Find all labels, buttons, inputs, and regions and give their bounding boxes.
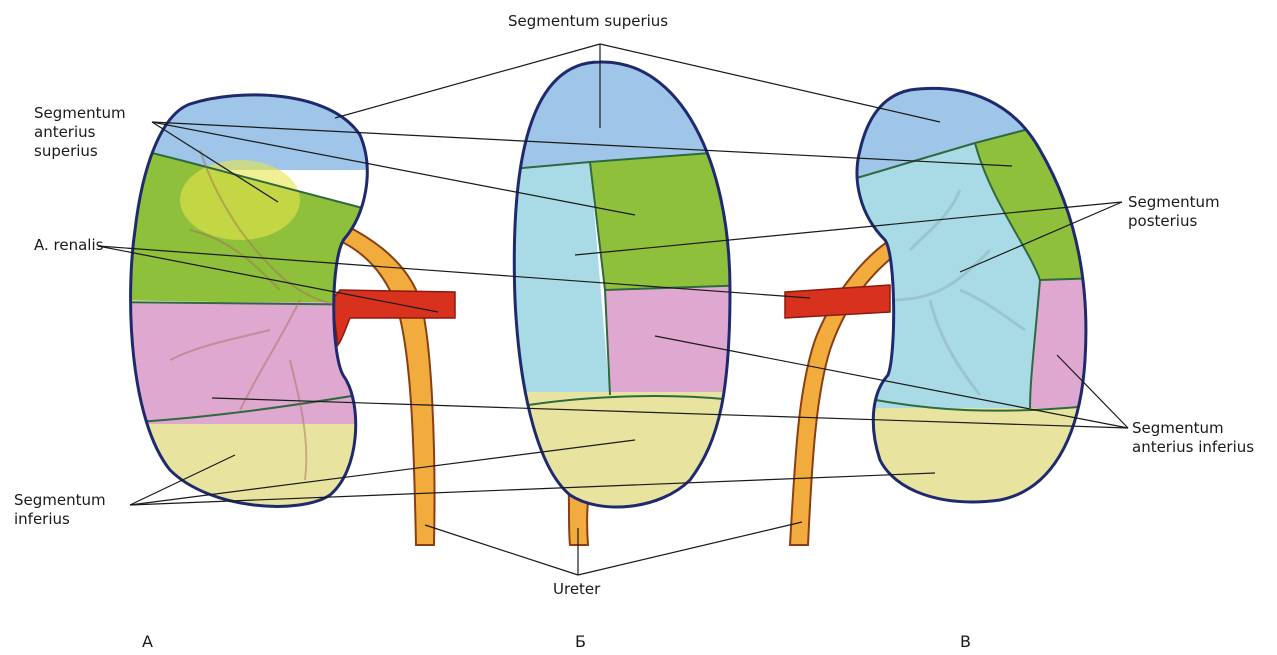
- label-segmentum-superius: Segmentum superius: [508, 12, 668, 31]
- kidney-a: [100, 80, 455, 545]
- plate-label-c: В: [960, 632, 971, 651]
- label-segmentum-anterius-inferius: Segmentum anterius inferius: [1132, 419, 1254, 457]
- kidney-c: [785, 80, 1100, 545]
- label-line: Segmentum: [14, 491, 106, 510]
- label-segmentum-anterius-superius: Segmentum anterius superius: [34, 104, 126, 161]
- label-line: superius: [34, 142, 126, 161]
- label-line: anterius inferius: [1132, 438, 1254, 457]
- label-ureter: Ureter: [553, 580, 600, 599]
- label-line: posterius: [1128, 212, 1220, 231]
- ureter-a: [338, 225, 434, 545]
- renal-artery-a: [332, 290, 455, 345]
- plate-label-a: А: [142, 632, 153, 651]
- segment-superius-b: [500, 50, 750, 175]
- label-segmentum-posterius: Segmentum posterius: [1128, 193, 1220, 231]
- label-line: inferius: [14, 510, 106, 529]
- label-a-renalis: A. renalis: [34, 236, 103, 255]
- renal-artery-c: [785, 285, 890, 318]
- segment-anterius-inferius-c: [1030, 278, 1100, 410]
- label-line: Segmentum: [1132, 419, 1254, 438]
- label-line: anterius: [34, 123, 126, 142]
- label-segmentum-inferius: Segmentum inferius: [14, 491, 106, 529]
- kidney-b: [500, 50, 750, 545]
- plate-label-b: Б: [575, 632, 586, 651]
- label-line: Segmentum: [34, 104, 126, 123]
- label-line: Segmentum: [1128, 193, 1220, 212]
